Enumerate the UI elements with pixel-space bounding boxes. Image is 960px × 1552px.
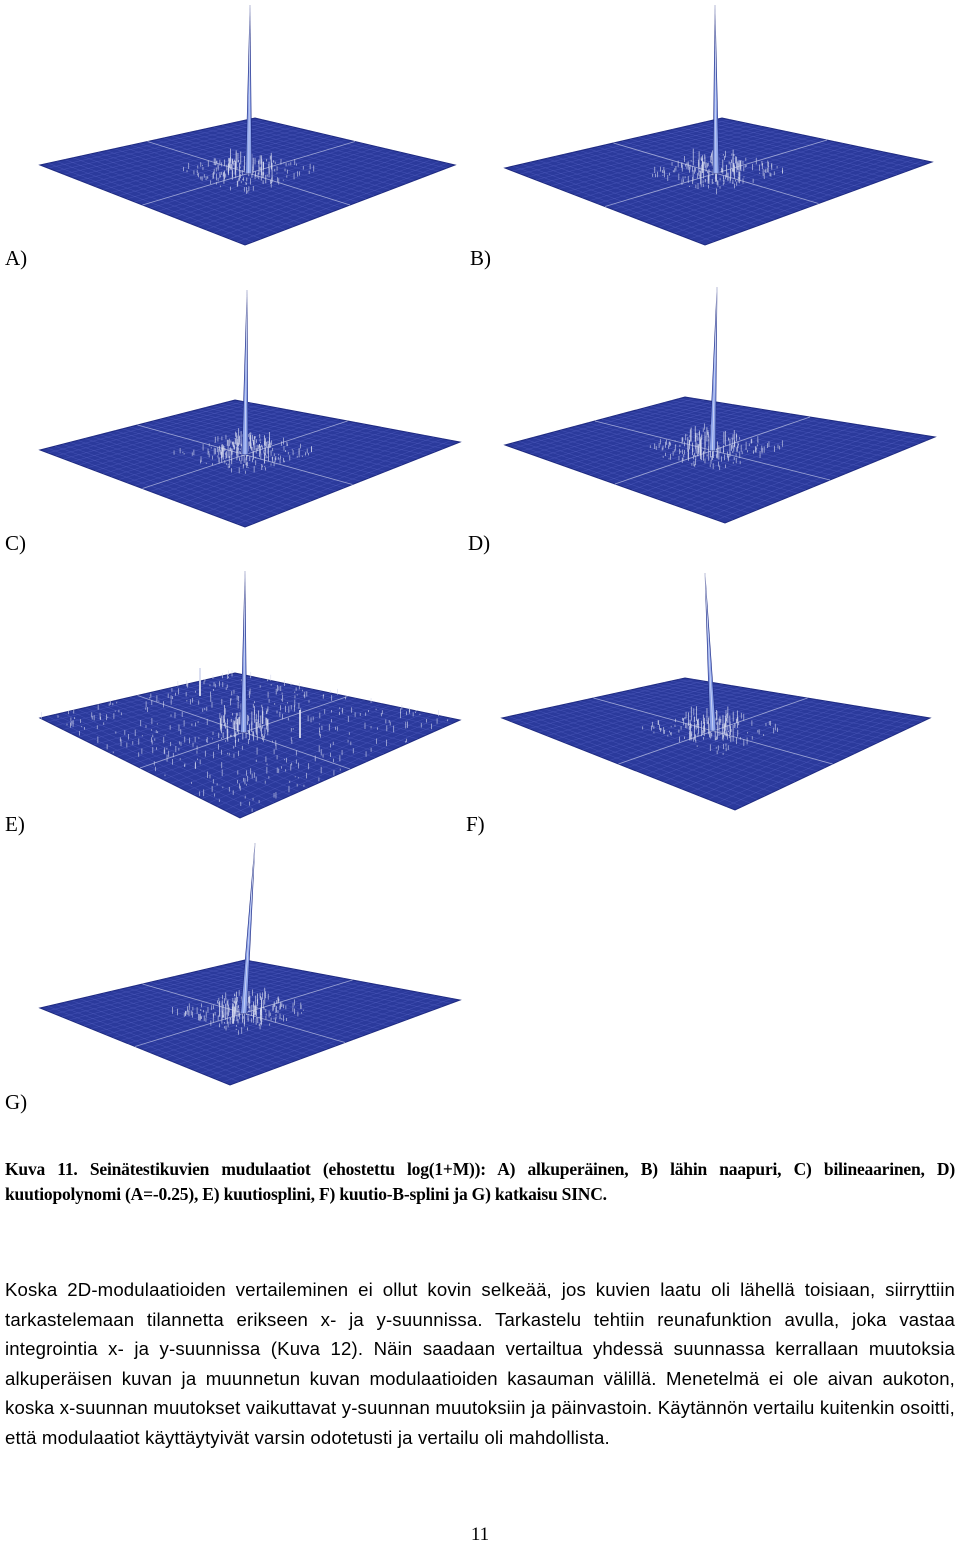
paragraph-text: Koska 2D-modulaatioiden vertaileminen ei… (5, 1279, 955, 1448)
modulation-surface-f (500, 572, 932, 811)
plot-panel-a (35, 0, 465, 250)
panel-label-c: C) (5, 531, 26, 555)
panel-label-b: B) (470, 246, 491, 270)
plot-panel-c (35, 285, 465, 535)
modulation-surface-g (38, 842, 462, 1086)
panel-label-g: G) (5, 1090, 28, 1114)
surface-plane (503, 117, 934, 246)
surface-plane (503, 396, 937, 524)
spike-highlight (704, 572, 714, 732)
surface-plane (38, 672, 462, 819)
spike-highlight (243, 570, 246, 733)
spike-highlight (248, 4, 251, 174)
spike-highlight (714, 4, 717, 174)
plot-panel-e (35, 568, 465, 819)
panel-label-f: F) (466, 812, 485, 836)
modulation-surface-b (503, 4, 934, 246)
spike-highlight (712, 286, 718, 451)
plot-panel-f (490, 568, 932, 818)
figure-caption: Kuva 11. Seinätestikuvien mudulaatiot (e… (5, 1157, 955, 1207)
modulation-surface-e (38, 570, 462, 819)
caption-text: Kuva 11. Seinätestikuvien mudulaatiot (e… (5, 1159, 955, 1204)
surface-plane (38, 959, 462, 1086)
panel-label-e: E) (5, 812, 25, 836)
plot-panel-d (500, 285, 940, 535)
modulation-surface-d (503, 286, 937, 524)
panel-label-a: A) (5, 246, 28, 270)
modulation-surface-c (38, 289, 462, 528)
panel-label-d: D) (468, 531, 491, 555)
spike-highlight (243, 842, 256, 1014)
surface-plane (500, 677, 932, 811)
page-number: 11 (470, 1524, 490, 1545)
modulation-surface-a (38, 4, 457, 246)
plot-panel-g (35, 840, 465, 1086)
plot-panel-b (500, 0, 940, 250)
body-paragraph: Koska 2D-modulaatioiden vertaileminen ei… (5, 1275, 955, 1452)
spike-highlight (244, 289, 248, 455)
